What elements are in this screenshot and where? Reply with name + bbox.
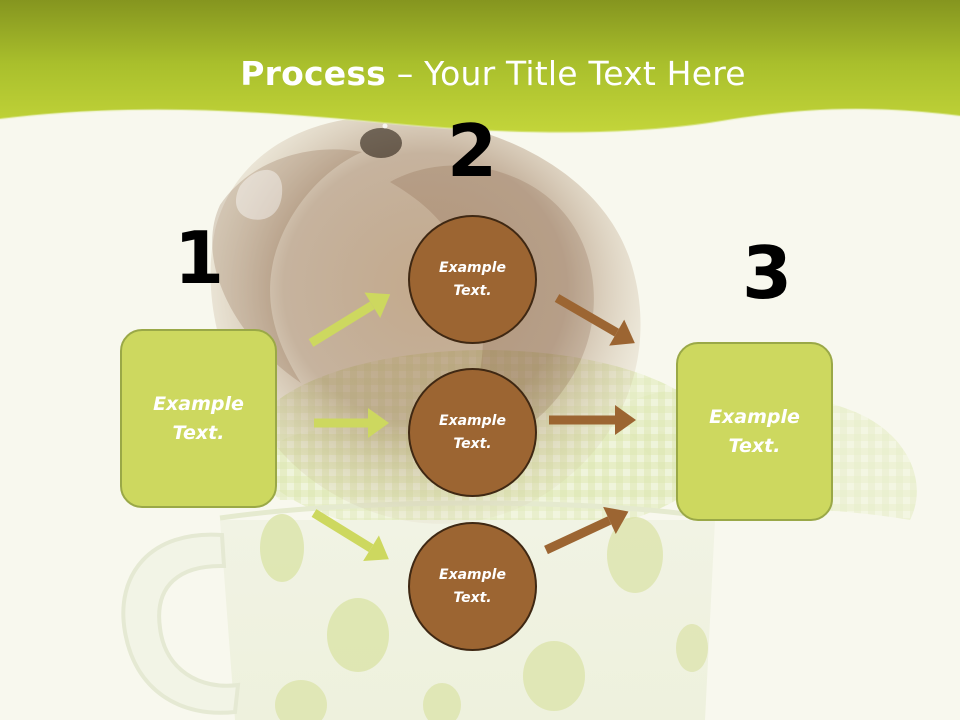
right-box-line-2: Text. xyxy=(728,434,781,457)
bottom-process-circle[interactable]: Example Text. xyxy=(408,522,537,651)
step-number-3: 3 xyxy=(741,231,793,315)
middle-circle-line-1: Example xyxy=(439,412,506,429)
right-box-line-1: Example xyxy=(709,405,800,428)
left-example-text-box[interactable]: Example Text. xyxy=(120,329,277,508)
left-box-line-2: Text. xyxy=(172,421,225,444)
middle-circle-line-2: Text. xyxy=(453,435,492,452)
left-example-text: Example Text. xyxy=(153,390,244,448)
middle-circle-text: Example Text. xyxy=(439,410,506,456)
right-example-text-box[interactable]: Example Text. xyxy=(676,342,833,521)
top-circle-text: Example Text. xyxy=(439,257,506,303)
top-circle-line-1: Example xyxy=(439,259,506,276)
bottom-circle-line-2: Text. xyxy=(453,589,492,606)
header-band xyxy=(0,0,960,134)
right-example-text: Example Text. xyxy=(709,403,800,461)
step-number-2: 2 xyxy=(446,109,498,193)
bottom-circle-line-1: Example xyxy=(439,566,506,583)
top-process-circle[interactable]: Example Text. xyxy=(408,215,537,344)
title-bold-text: Process xyxy=(240,54,387,93)
bottom-circle-text: Example Text. xyxy=(439,564,506,610)
slide-title: Process – Your Title Text Here xyxy=(0,52,960,96)
title-rest-text: – Your Title Text Here xyxy=(386,54,746,93)
left-box-line-1: Example xyxy=(153,392,244,415)
top-circle-line-2: Text. xyxy=(453,282,492,299)
middle-process-circle[interactable]: Example Text. xyxy=(408,368,537,497)
step-number-1: 1 xyxy=(173,216,225,300)
